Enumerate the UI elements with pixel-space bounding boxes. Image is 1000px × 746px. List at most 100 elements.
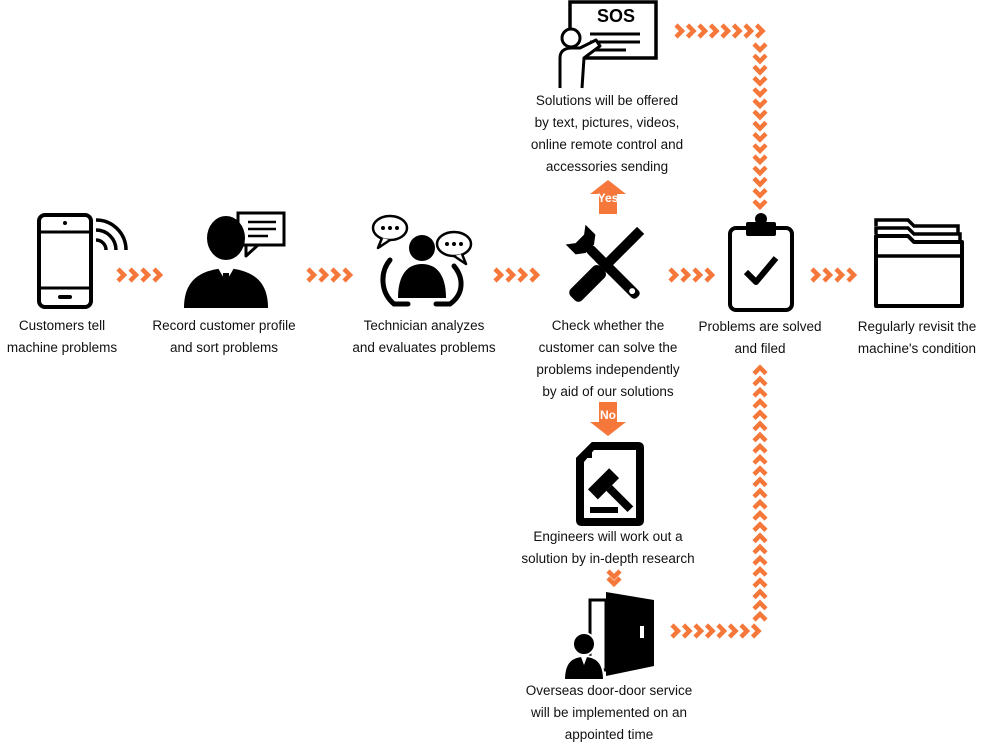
svg-text:SOS: SOS: [597, 6, 635, 26]
step-technician: Technician analyzes and evaluates proble…: [352, 318, 496, 355]
flow-chevron-up: [752, 364, 768, 376]
flow-chevron-up: [752, 599, 768, 611]
flow-chevron-5: [834, 267, 846, 283]
yes-arrow: [590, 180, 626, 214]
flow-chevron-bottom: [750, 623, 762, 639]
flow-chevron-3: [517, 267, 529, 283]
wrench-screwdriver-icon: [565, 224, 645, 302]
flow-chevron-4: [668, 267, 680, 283]
flow-chevron-1: [116, 267, 128, 283]
flow-chevron-top: [720, 23, 732, 39]
flow-chevron-2: [330, 267, 342, 283]
flow-chevron-up: [752, 398, 768, 409]
flow-chevron-1: [140, 267, 152, 283]
flow-chevron-up: [752, 588, 768, 600]
flow-chevron-up: [752, 465, 768, 476]
flow-chevron-5: [822, 267, 834, 283]
smartphone-signal-icon: [37, 213, 128, 309]
flow-chevron-down: [752, 143, 768, 154]
flow-chevron-4: [704, 267, 716, 283]
flow-chevron-down: [752, 132, 768, 143]
flow-chevron-down: [752, 98, 768, 110]
flow-chevron-down: [752, 199, 768, 210]
flow-chevron-up: [752, 454, 768, 465]
flow-chevron-down: [752, 176, 768, 188]
flow-chevron-4: [692, 267, 704, 283]
flow-chevron-down: [752, 42, 768, 54]
flow-chevron-down: [752, 53, 768, 65]
businessman-message-icon: [184, 211, 286, 308]
flow-chevron-bottom: [704, 623, 716, 639]
flow-chevron-down: [752, 165, 768, 177]
no-arrow: [590, 402, 626, 436]
flow-chevron-up: [752, 521, 768, 532]
flow-chevron-bottom: [670, 623, 682, 639]
step-engineers: Engineers will work out a solution by in…: [521, 529, 695, 566]
flow-chevron-down: [752, 109, 768, 121]
technician-call-icon: [371, 214, 473, 307]
flow-chevron-down: [752, 120, 768, 132]
flow-chevron-2: [342, 267, 354, 283]
flow-chevron-eng: [606, 569, 622, 581]
step-record-profile: Record customer profile and sort problem…: [152, 318, 296, 355]
flow-chevron-1: [152, 267, 164, 283]
flow-chevron-down: [752, 188, 768, 199]
door-service-icon: [562, 592, 654, 681]
step-revisit: Regularly revisit the machine's conditio…: [857, 319, 977, 356]
flow-chevron-3: [505, 267, 517, 283]
flow-chevron-up: [752, 409, 768, 420]
flow-chevron-up: [752, 498, 768, 510]
flow-chevron-top: [754, 23, 766, 39]
flow-chevron-top: [697, 23, 709, 39]
yes-label: Yes: [597, 191, 619, 205]
flow-chevron-top: [674, 23, 686, 39]
no-label: No: [600, 408, 616, 422]
flow-chevron-top: [685, 23, 697, 39]
flow-chevron-eng: [606, 576, 622, 588]
sos-presentation-icon: SOS: [558, 0, 658, 89]
flow-chevron-bottom: [693, 623, 705, 639]
step-check: Check whether the customer can solve the…: [536, 318, 680, 399]
flow-chevron-up: [752, 543, 768, 555]
flow-chevron-down: [752, 76, 768, 87]
flow-chevron-top: [708, 23, 720, 39]
flow-chevron-up: [752, 476, 768, 488]
flow-chevron-up: [752, 610, 768, 622]
flow-chevron-bottom: [681, 623, 693, 639]
flow-chevron-top: [743, 23, 755, 39]
folder-icon: [874, 218, 964, 308]
flow-chevron-down: [752, 87, 768, 98]
flow-chevron-up: [752, 510, 768, 521]
document-hammer-icon: [576, 442, 644, 526]
flow-chevron-5: [810, 267, 822, 283]
flow-chevron-down: [752, 154, 768, 166]
step-door-service: Overseas door-door service will be imple…: [525, 683, 693, 742]
flow-chevron-3: [493, 267, 505, 283]
flow-chevron-4: [680, 267, 692, 283]
flow-chevron-1: [128, 267, 140, 283]
step-solved: Problems are solved and filed: [698, 319, 822, 356]
flow-chevron-bottom: [727, 623, 739, 639]
clipboard-check-icon: [728, 213, 794, 312]
flow-chevron-up: [752, 532, 768, 544]
step-solutions: Solutions will be offered by text, pictu…: [530, 93, 684, 174]
flow-chevron-up: [752, 431, 768, 443]
flow-chevron-up: [752, 386, 768, 398]
flow-chevron-up: [752, 554, 768, 566]
flow-chevron-3: [529, 267, 541, 283]
flow-chevron-5: [846, 267, 858, 283]
step-customers-tell: Customers tell machine problems: [6, 318, 118, 355]
flow-chevron-2: [318, 267, 330, 283]
flow-chevron-down: [752, 64, 768, 76]
flow-chevron-up: [752, 375, 768, 387]
flow-chevron-2: [306, 267, 318, 283]
flow-chevron-up: [752, 566, 768, 577]
flow-chevron-bottom: [716, 623, 728, 639]
flow-chevron-up: [752, 577, 768, 588]
flow-chevron-up: [752, 442, 768, 454]
flow-chevron-top: [731, 23, 743, 39]
flow-chevron-up: [752, 420, 768, 432]
flow-chevron-bottom: [739, 623, 751, 639]
flow-chevron-up: [752, 487, 768, 499]
